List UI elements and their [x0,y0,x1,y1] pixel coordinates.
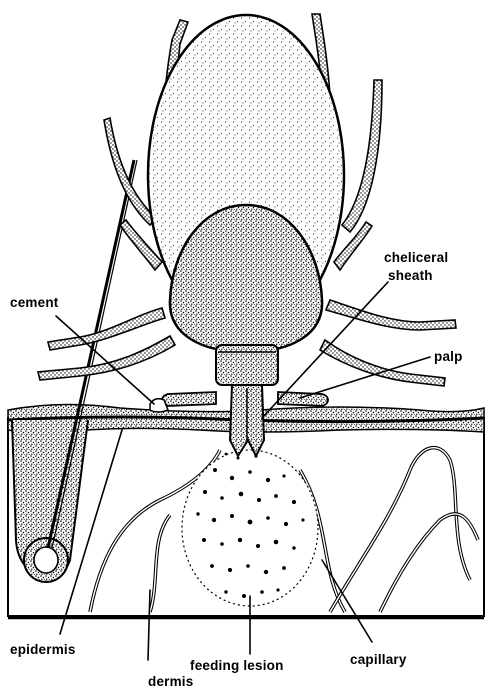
label-feeding-lesion: feeding lesion [190,658,284,673]
leader-dermis [148,590,150,660]
label-epidermis: epidermis [10,642,76,657]
feeding-lesion-pool [182,450,318,606]
label-dermis: dermis [148,674,193,689]
label-cement: cement [10,295,59,310]
leader-capillary [322,560,372,642]
label-sheath: sheath [388,268,433,283]
tick-capitulum [162,345,328,456]
label-palp: palp [434,349,463,364]
label-cheliceral: cheliceral [384,250,448,265]
label-capillary: capillary [350,652,407,667]
